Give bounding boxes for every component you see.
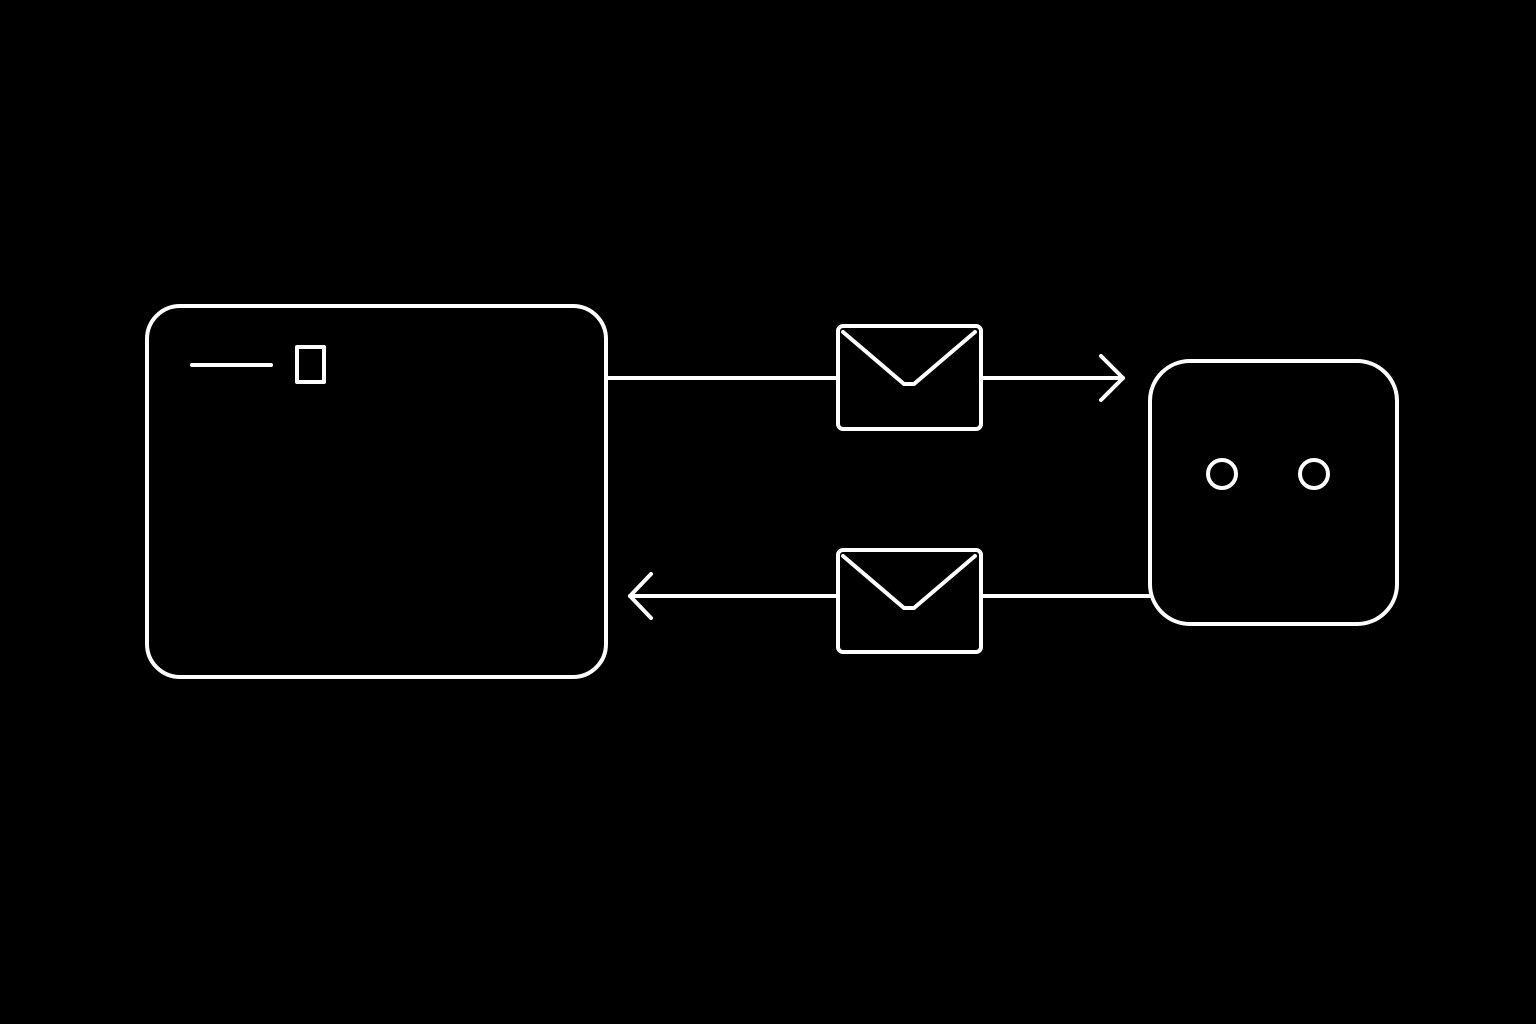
bot-right-eye-icon — [1298, 458, 1330, 490]
arrow-right-icon — [1099, 354, 1125, 402]
bot-face-frame — [1148, 359, 1399, 626]
terminal-window-node — [145, 304, 608, 679]
terminal-window-frame — [145, 304, 608, 679]
bot-node — [1148, 359, 1399, 626]
bot-left-eye-icon — [1206, 458, 1238, 490]
envelope-icon — [836, 324, 983, 431]
terminal-cursor-icon — [295, 345, 326, 384]
arrow-left-icon — [628, 572, 653, 620]
envelope-icon — [836, 548, 983, 654]
request-edge — [604, 324, 1125, 431]
response-edge — [628, 548, 1152, 654]
